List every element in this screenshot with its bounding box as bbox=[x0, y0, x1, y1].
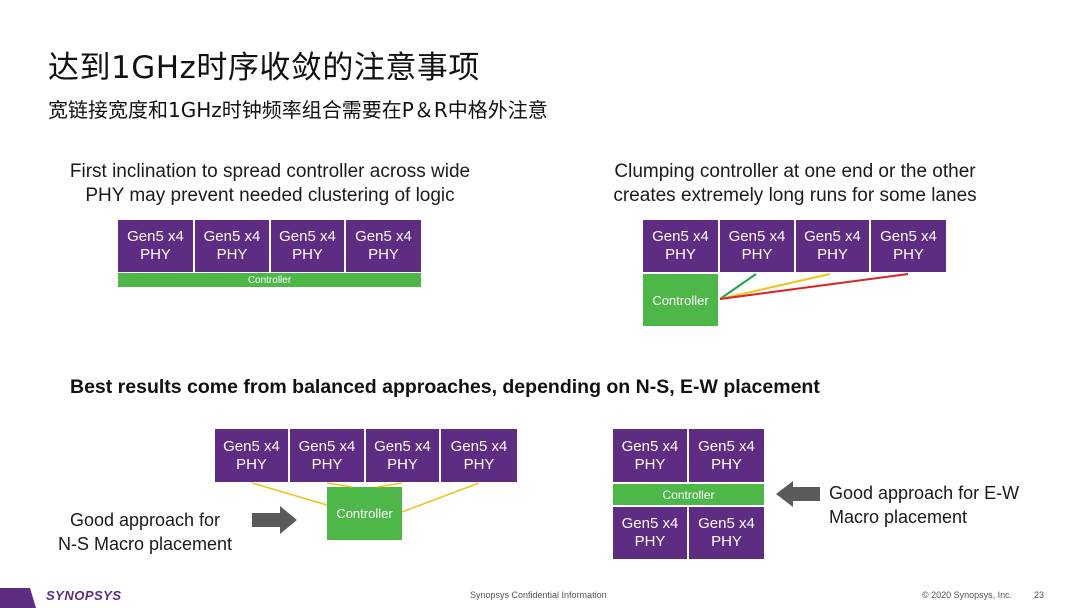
footer-confidential: Synopsys Confidential Information bbox=[470, 590, 607, 600]
phy-label: Gen5 x4 bbox=[374, 437, 431, 455]
phy-label: Gen5 x4 bbox=[728, 228, 786, 245]
phy-label: Gen5 x4 bbox=[621, 515, 679, 532]
top-right-description: Clumping controller at one end or the ot… bbox=[570, 160, 1020, 208]
phy-label: Gen5 x4 bbox=[698, 515, 755, 532]
phy-sublabel: PHY bbox=[236, 455, 267, 473]
wire-red bbox=[719, 273, 909, 300]
phy-sublabel: PHY bbox=[817, 246, 848, 263]
footer-bar bbox=[0, 588, 36, 608]
phy-label: Gen5 x4 bbox=[355, 228, 412, 245]
page-number: 23 bbox=[1034, 590, 1045, 600]
wire-green bbox=[719, 273, 757, 300]
controller-block-end: Controller bbox=[643, 274, 718, 326]
phy-sublabel: PHY bbox=[741, 246, 773, 263]
synopsys-logo: SYNOPSYS bbox=[46, 588, 122, 603]
ew-note-line-2: Macro placement bbox=[829, 507, 968, 527]
ew-note: Good approach for E-W Macro placement bbox=[829, 481, 1019, 529]
footer-accent bbox=[0, 588, 36, 608]
ns-note-line-1: Good approach for bbox=[69, 510, 221, 530]
phy-sublabel: PHY bbox=[387, 455, 418, 473]
phy-label: Gen5 x4 bbox=[652, 228, 709, 245]
phy-label: Gen5 x4 bbox=[450, 437, 508, 455]
phy-sublabel: PHY bbox=[711, 455, 742, 473]
phy-label: Gen5 x4 bbox=[298, 437, 356, 455]
phy-sublabel: PHY bbox=[368, 246, 399, 263]
phy-sublabel: PHY bbox=[463, 455, 495, 473]
phy-sublabel: PHY bbox=[665, 246, 696, 263]
wire-yellow bbox=[719, 273, 831, 300]
phy-sublabel: PHY bbox=[140, 246, 171, 263]
phy-label: Gen5 x4 bbox=[203, 228, 261, 245]
top-left-line-2: PHY may prevent needed clustering of log… bbox=[85, 185, 455, 206]
phy-label: Gen5 x4 bbox=[698, 437, 755, 455]
phy-label: Gen5 x4 bbox=[880, 228, 937, 245]
phy-sublabel: PHY bbox=[893, 246, 924, 263]
top-left-description: First inclination to spread controller a… bbox=[40, 160, 500, 208]
footer-copyright: © 2020 Synopsys, Inc. bbox=[922, 590, 1013, 600]
ew-note-line-1: Good approach for E-W bbox=[829, 483, 1020, 503]
phy-sublabel: PHY bbox=[634, 533, 666, 550]
arrow-left-icon bbox=[776, 481, 820, 507]
top-left-line-1: First inclination to spread controller a… bbox=[69, 161, 471, 182]
phy-sublabel: PHY bbox=[292, 246, 323, 263]
arrow-right-icon bbox=[252, 506, 297, 534]
controller-strip-wide: Controller bbox=[118, 273, 421, 287]
wire-ns-1 bbox=[251, 482, 328, 506]
top-right-line-1: Clumping controller at one end or the ot… bbox=[614, 161, 976, 182]
phy-label: Gen5 x4 bbox=[279, 228, 336, 245]
slide-title: 达到1GHz时序收敛的注意事项 bbox=[48, 50, 480, 86]
phy-sublabel: PHY bbox=[216, 246, 248, 263]
phy-label: Gen5 x4 bbox=[804, 228, 861, 245]
phy-label: Gen5 x4 bbox=[127, 228, 184, 245]
phy-sublabel: PHY bbox=[634, 455, 666, 473]
ns-note: Good approach for N-S Macro placement bbox=[40, 508, 250, 556]
controller-strip-middle: Controller bbox=[613, 484, 764, 505]
controller-block-center: Controller bbox=[327, 487, 402, 540]
slide-subtitle: 宽链接宽度和1GHz时钟频率组合需要在P＆R中格外注意 bbox=[48, 98, 548, 122]
phy-sublabel: PHY bbox=[311, 455, 343, 473]
wire-ns-4 bbox=[401, 482, 480, 513]
phy-label: Gen5 x4 bbox=[621, 437, 679, 455]
best-results-heading: Best results come from balanced approach… bbox=[70, 376, 820, 398]
ns-note-line-2: N-S Macro placement bbox=[57, 534, 233, 554]
top-right-line-2: creates extremely long runs for some lan… bbox=[613, 185, 977, 206]
phy-label: Gen5 x4 bbox=[223, 437, 280, 455]
phy-sublabel: PHY bbox=[711, 533, 742, 550]
